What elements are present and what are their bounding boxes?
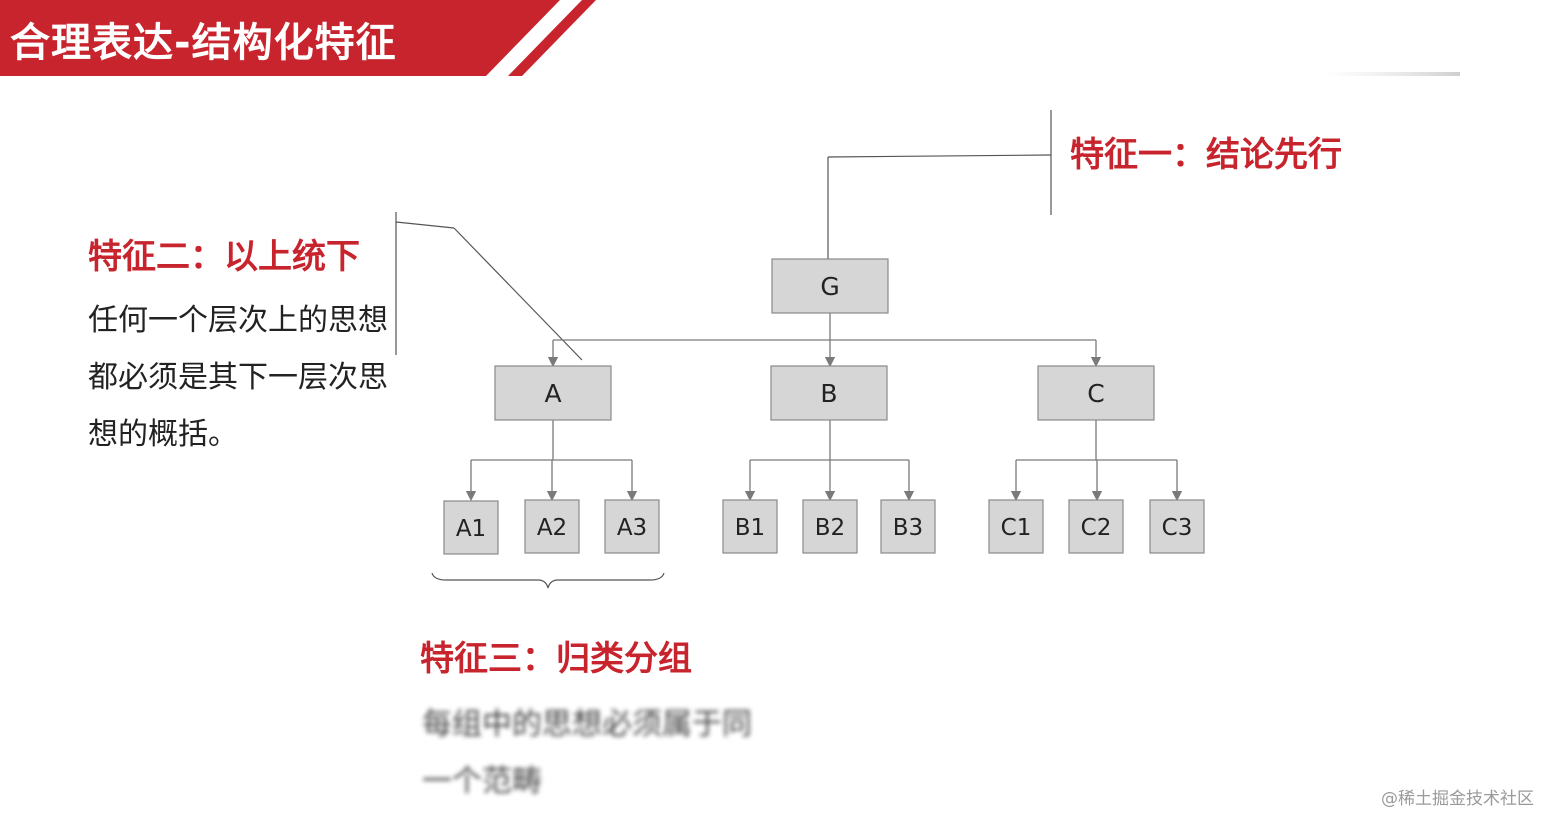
svg-text:A: A bbox=[544, 379, 561, 408]
links-root bbox=[547, 313, 1102, 368]
page-title: 合理表达-结构化特征 bbox=[10, 20, 397, 66]
node-c3: C3 bbox=[1149, 499, 1205, 554]
svg-text:B3: B3 bbox=[893, 515, 923, 541]
feature-three-title: 特征三：归类分组 bbox=[420, 639, 692, 679]
node-c1: C1 bbox=[988, 499, 1044, 554]
node-a3: A3 bbox=[604, 499, 660, 554]
callout-feature-one bbox=[827, 110, 1052, 259]
svg-text:C: C bbox=[1087, 379, 1104, 408]
header-banner bbox=[0, 0, 596, 76]
svg-text:B1: B1 bbox=[735, 515, 765, 541]
node-a2: A2 bbox=[524, 499, 580, 554]
svg-text:A2: A2 bbox=[537, 515, 567, 541]
svg-text:C2: C2 bbox=[1081, 515, 1112, 541]
svg-text:G: G bbox=[820, 272, 839, 301]
feature-one-title: 特征一：结论先行 bbox=[1070, 135, 1342, 175]
svg-text:A1: A1 bbox=[456, 516, 486, 542]
svg-text:B: B bbox=[820, 379, 837, 408]
feature-two-description: 任何一个层次上的思想都必须是其下一层次思想的概括。 bbox=[88, 303, 388, 452]
svg-text:C1: C1 bbox=[1001, 515, 1032, 541]
node-a1: A1 bbox=[443, 500, 499, 555]
links-group-b bbox=[744, 420, 915, 502]
group-brace bbox=[431, 572, 665, 589]
node-g: G bbox=[771, 258, 889, 314]
node-b3: B3 bbox=[880, 499, 936, 554]
node-b1: B1 bbox=[722, 499, 778, 554]
node-a: A bbox=[494, 365, 612, 421]
decorative-line bbox=[1320, 72, 1460, 76]
node-b2: B2 bbox=[802, 499, 858, 554]
svg-text:B2: B2 bbox=[815, 515, 845, 541]
feature-two-title: 特征二：以上统下 bbox=[88, 237, 360, 277]
callout-feature-two bbox=[395, 212, 583, 361]
node-c: C bbox=[1037, 365, 1155, 421]
links-group-c bbox=[1010, 420, 1183, 502]
feature-three-description: 每组中的思想必须属于同一个范畴 bbox=[422, 707, 752, 799]
node-b: B bbox=[770, 365, 888, 421]
svg-text:A3: A3 bbox=[617, 515, 647, 541]
links-group-a bbox=[465, 420, 638, 502]
node-c2: C2 bbox=[1068, 499, 1124, 554]
svg-text:C3: C3 bbox=[1162, 515, 1193, 541]
watermark: @稀土掘金技术社区 bbox=[1381, 789, 1534, 809]
